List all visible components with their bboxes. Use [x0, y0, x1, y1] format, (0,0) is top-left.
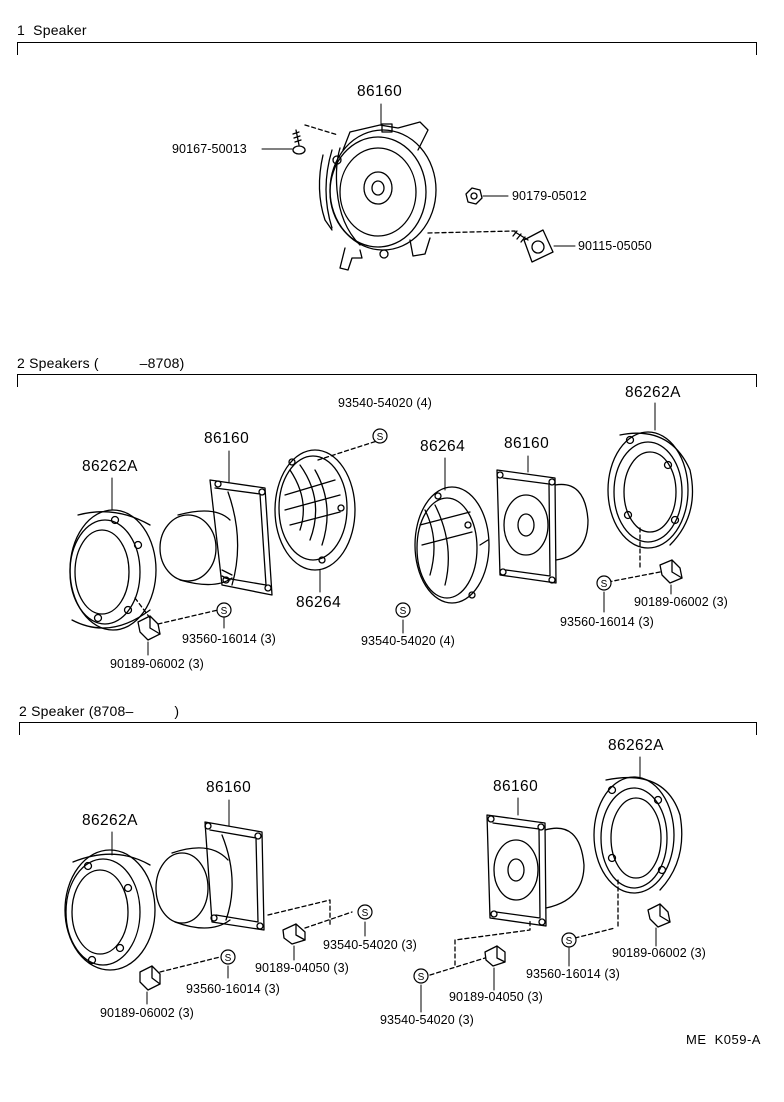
- label-bolt-90115: 90115-05050: [578, 239, 652, 253]
- section-2-bracket: [17, 374, 757, 387]
- svg-text:S: S: [221, 606, 228, 617]
- svg-text:S: S: [377, 432, 384, 443]
- screw-symbol-sec3-bottom: S: [413, 968, 429, 984]
- label-screw-top-mid-sec2: 93540-54020 (4): [338, 396, 432, 410]
- svg-text:S: S: [400, 606, 407, 617]
- section-3-bracket: [19, 722, 757, 735]
- label-grille-right-sec2: 86264: [420, 438, 466, 455]
- label-grille-left-sec2: 86264: [296, 594, 342, 611]
- label-screw-left-speaker-sec3: 93540-54020 (3): [323, 938, 417, 952]
- svg-text:S: S: [362, 908, 369, 919]
- adapter-86262a-left-drawing: [69, 509, 157, 631]
- clip-90189-04050-left-drawing: [267, 899, 353, 945]
- grille-86264-right-drawing: [414, 486, 490, 604]
- svg-text:S: S: [601, 579, 608, 590]
- speaker-86160-right-sec3-drawing: [486, 814, 585, 927]
- svg-text:S: S: [566, 936, 573, 947]
- speaker-86160-right-drawing: [496, 469, 589, 584]
- speaker-86160-left-drawing: [159, 479, 273, 596]
- svg-text:S: S: [418, 972, 425, 983]
- section-1-bracket: [17, 42, 757, 55]
- label-speaker-left-sec2: 86160: [204, 430, 250, 447]
- label-clip-mid-right-sec3: 90189-04050 (3): [449, 990, 543, 1004]
- screw-symbol-sec2-mid: S: [395, 602, 411, 618]
- speaker-single-drawing: [318, 121, 437, 271]
- label-speaker-right-sec3: 86160: [493, 778, 539, 795]
- reference-code: ME K059-A: [686, 1032, 761, 1047]
- clip-90189-06002-left-sec3-drawing: [139, 956, 221, 991]
- label-clip-left-sec3: 90189-06002 (3): [100, 1006, 194, 1020]
- label-clip-left-sec2: 90189-06002 (3): [110, 657, 204, 671]
- screw-symbol-sec3-left: S: [220, 949, 236, 965]
- label-clip-right-sec3: 90189-06002 (3): [612, 946, 706, 960]
- label-screw-right-bottom-sec2: 93560-16014 (3): [560, 615, 654, 629]
- leader-lines: [111, 103, 672, 1013]
- label-clip-right-sec2: 90189-06002 (3): [634, 595, 728, 609]
- speaker-86160-left-sec3-drawing: [155, 821, 265, 931]
- screw-symbol-sec2-right: S: [596, 575, 612, 591]
- svg-text:S: S: [225, 953, 232, 964]
- label-speaker-86160-sec1: 86160: [357, 83, 403, 100]
- screw-symbol-sec3-mid-right: S: [561, 932, 577, 948]
- section-1-title: 1 Speaker: [17, 22, 87, 38]
- adapter-86262a-right-sec3-drawing: [593, 776, 683, 894]
- label-speaker-right-sec2: 86160: [504, 435, 550, 452]
- label-screw-90167: 90167-50013: [172, 142, 247, 156]
- section-2-title: 2 Speakers ( –8708): [17, 355, 185, 371]
- clip-90189-04050-right-drawing: [429, 919, 531, 976]
- adapter-86262a-right-drawing: [607, 431, 694, 549]
- label-nut-90179: 90179-05012: [512, 189, 587, 203]
- grille-86264-left-drawing: [274, 439, 381, 571]
- adapter-86262a-left-sec3-drawing: [64, 849, 156, 971]
- clip-90189-left-sec2-drawing: [134, 597, 219, 641]
- clip-90189-06002-right-sec3-drawing: [574, 879, 671, 939]
- screw-symbol-sec3-mid-left: S: [357, 904, 373, 920]
- label-adapter-left-sec2: 86262A: [82, 458, 138, 475]
- screw-symbol-sec2-left: S: [216, 602, 232, 618]
- nut-90179-drawing: [465, 187, 483, 205]
- screw-90167-drawing: [292, 124, 339, 155]
- label-adapter-right-sec3: 86262A: [608, 737, 664, 754]
- label-screw-left-bottom-sec2: 93560-16014 (3): [182, 632, 276, 646]
- label-speaker-left-sec3: 86160: [206, 779, 252, 796]
- clip-90189-right-sec2-drawing: [607, 527, 683, 584]
- label-adapter-left-sec3: 86262A: [82, 812, 138, 829]
- bolt-90115-drawing: [427, 229, 554, 263]
- label-screw-right-speaker-sec3: 93540-54020 (3): [380, 1013, 474, 1027]
- screw-symbol-sec2-top: S: [372, 428, 388, 444]
- label-screw-right-adapter-sec3: 93560-16014 (3): [526, 967, 620, 981]
- label-clip-mid-left-sec3: 90189-04050 (3): [255, 961, 349, 975]
- label-screw-left-adapter-sec3: 93560-16014 (3): [186, 982, 280, 996]
- label-screw-mid-bottom-sec2: 93540-54020 (4): [361, 634, 455, 648]
- section-3-title: 2 Speaker (8708– ): [19, 703, 180, 719]
- label-adapter-right-sec2: 86262A: [625, 384, 681, 401]
